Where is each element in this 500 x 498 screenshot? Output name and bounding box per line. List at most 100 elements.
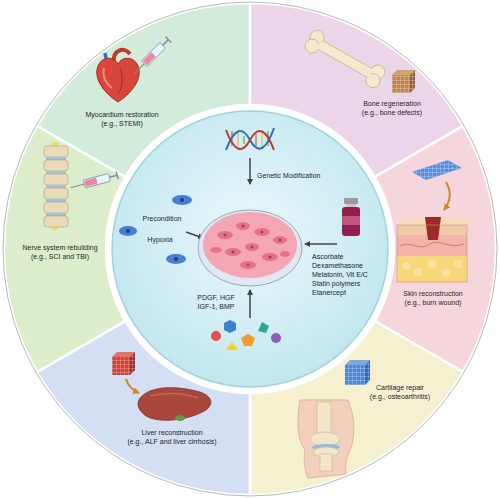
spine-figure: [44, 174, 68, 185]
petri-dish: [240, 261, 256, 269]
spine-figure: [44, 146, 68, 157]
factor-label: Statin polymers: [312, 280, 360, 288]
genetic-arrow: [249, 158, 251, 184]
spine-figure: [44, 188, 68, 199]
liver-scaffold: [112, 357, 130, 375]
petri-dish: [224, 234, 227, 237]
preconditioned-cells: [172, 195, 192, 205]
petri-dish: [269, 256, 272, 259]
application-sector: Skin reconstruction(e.g., burn wound): [372, 124, 498, 374]
preconditioned-cells: [119, 226, 137, 236]
petri-dish: [245, 243, 259, 251]
drug-vial: [342, 198, 360, 236]
petri-dish: [198, 210, 302, 286]
factor-label: PDGF, HGF: [197, 294, 234, 302]
sector-shape: [248, 319, 466, 497]
knee-joint: [298, 400, 354, 478]
preconditioned-cells: [174, 257, 178, 261]
heart-figure: [118, 68, 122, 94]
petri-dish: [232, 251, 235, 254]
spine-figure: [46, 199, 66, 202]
knee-joint: [317, 402, 331, 436]
petri-dish: [279, 239, 282, 242]
skin-block: [397, 225, 467, 282]
petri-dish: [242, 225, 245, 228]
preconditioned-cells: [166, 254, 186, 264]
factor-label: Genetic Modification: [257, 172, 320, 180]
knee-joint: [320, 454, 332, 471]
growth-factors: [211, 331, 221, 341]
liver-figure: [175, 415, 185, 421]
petri-dish: [254, 228, 270, 236]
spine-figure: [44, 142, 68, 230]
preconditioned-cells: [180, 198, 184, 202]
sector-label: Bone regeneration: [363, 100, 421, 108]
sector-label: (e.g., SCI and TBI): [31, 253, 89, 261]
skin-block: [397, 256, 467, 282]
sector-label: Skin reconstruction: [403, 290, 463, 298]
sector-label: (e.g., burn wound): [405, 299, 462, 307]
drug-vial: [344, 198, 358, 204]
sector-label: Cartilage repair: [376, 384, 424, 392]
skin-block: [414, 268, 422, 276]
drug-vial: [342, 216, 360, 225]
sector-label: Nerve system rebuilding: [22, 244, 97, 252]
center-circle-shape: [110, 109, 390, 389]
application-sector: Liver reconstruction(e.g., ALF and liver…: [34, 319, 252, 497]
factor-label: Precondition: [143, 215, 182, 223]
application-sector: Cartilage repair(e.g., osteoarthritis): [248, 319, 466, 497]
factor-label: Melatonin, Vit E/C: [312, 271, 368, 279]
factor-label: Ascorbate: [312, 253, 344, 261]
petri-dish: [236, 222, 250, 230]
center-circle: Genetic ModificationPreconditionHypoxiaP…: [110, 109, 390, 389]
application-sector: Bone regeneration(e.g., bone defects): [248, 1, 466, 179]
drug-vial: [346, 204, 356, 207]
skin-block: [442, 269, 450, 277]
bone-scaffold: [392, 75, 410, 93]
dna-helix: [237, 133, 238, 146]
petri-dish: [251, 246, 254, 249]
heart-figure: [103, 68, 112, 88]
spine-figure: [46, 185, 66, 188]
sector-label: (e.g., ALF and liver cirrhosis): [127, 438, 216, 446]
cartilage-scaffold: [345, 360, 370, 385]
preconditioned-cells: [126, 229, 130, 233]
factor-label: IGF-1, BMP: [198, 303, 235, 311]
skin-block: [454, 260, 462, 268]
sector-shape: [34, 1, 252, 179]
sector-shape: [372, 124, 498, 374]
bone-scaffold: [392, 75, 410, 93]
factor-label: Hypoxia: [147, 236, 172, 244]
sector-fill: [4, 126, 125, 372]
petri-dish: [261, 231, 264, 234]
liver-scaffold: [112, 352, 135, 375]
sector-label: Myocardium restoration: [85, 111, 158, 119]
spine-figure: [44, 202, 68, 213]
liver-figure: [150, 394, 198, 398]
sector-label: (e.g., osteoarthritis): [370, 393, 430, 401]
application-sector: Nerve system rebuilding(e.g., SCI and TB…: [2, 123, 128, 374]
knee-joint: [298, 400, 354, 478]
factor-arrow: [249, 290, 251, 318]
petri-dish: [203, 212, 297, 278]
petri-dish: [225, 248, 241, 256]
factor-label: Dexamethasone: [312, 262, 363, 270]
skin-block: [425, 217, 441, 240]
syringe: [84, 178, 97, 187]
sector-label: (e.g., STEMI): [101, 120, 143, 128]
petri-dish: [273, 236, 287, 244]
bone-scaffold: [392, 70, 415, 93]
growth-factors: [271, 333, 281, 343]
sector-label: Liver reconstruction: [141, 429, 202, 437]
knee-joint: [310, 432, 340, 446]
cartilage-scaffold: [345, 365, 365, 385]
liver-scaffold: [112, 357, 130, 375]
spine-figure: [46, 157, 66, 160]
center-disc: [112, 111, 388, 387]
skin-block: [402, 262, 410, 270]
spine-figure: [46, 213, 66, 216]
spine-figure: [44, 160, 68, 171]
factor-label: Etanercept: [312, 289, 346, 297]
drug-vial: [342, 207, 360, 236]
sector-label: (e.g., bone defects): [362, 109, 422, 117]
